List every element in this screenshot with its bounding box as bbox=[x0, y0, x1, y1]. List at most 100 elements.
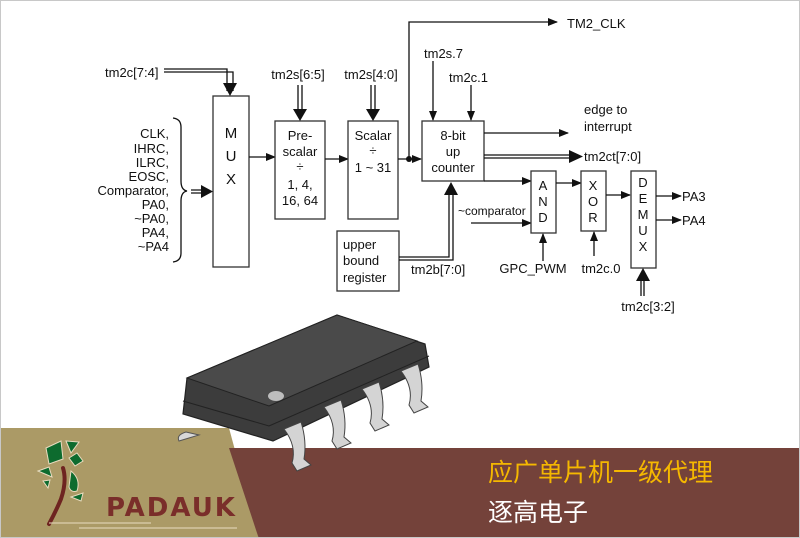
chip-pin bbox=[323, 399, 352, 450]
mux-letter: X bbox=[226, 171, 236, 188]
logo-leaf bbox=[65, 440, 80, 455]
logo-leaf bbox=[68, 470, 79, 492]
mux-select-label: tm2c[7:4] bbox=[105, 65, 158, 80]
clock-source: PA0, bbox=[142, 197, 169, 212]
banner-brown bbox=[229, 448, 799, 537]
chip-pin bbox=[361, 381, 390, 432]
demux-letter: M bbox=[638, 207, 649, 222]
counter-enable2-label: tm2c.1 bbox=[449, 70, 488, 85]
chip-pin bbox=[283, 421, 312, 472]
prescaler-select-arrow bbox=[293, 109, 307, 121]
bound-label: tm2b[7:0] bbox=[411, 262, 465, 277]
scalar-text: Scalar bbox=[355, 128, 393, 143]
prescaler-text: scalar bbox=[283, 144, 318, 159]
mux-block bbox=[212, 95, 250, 268]
demux-letter: X bbox=[639, 239, 648, 254]
logo-leaf bbox=[69, 492, 84, 502]
edge-label: edge to bbox=[584, 102, 627, 117]
banner-subtitle: 逐高电子 bbox=[488, 498, 588, 527]
count-label: tm2ct[7:0] bbox=[584, 149, 641, 164]
clock-source-list: CLK, IHRC, ILRC, EOSC, Comparator, PA0, … bbox=[97, 126, 169, 254]
edge-label: interrupt bbox=[584, 119, 632, 134]
logo-leaf bbox=[36, 466, 53, 478]
prescaler-text: Pre- bbox=[288, 128, 313, 143]
count-arrow bbox=[569, 150, 583, 163]
upper-bound-block bbox=[336, 230, 400, 292]
chip-pins bbox=[283, 363, 429, 472]
logo-trunk bbox=[47, 466, 67, 526]
clock-source: PA4, bbox=[142, 225, 169, 240]
banner-khaki bbox=[1, 428, 259, 537]
chip-top bbox=[185, 314, 419, 407]
prescaler-text: ÷ bbox=[296, 159, 303, 174]
tm2clk-label: TM2_CLK bbox=[567, 16, 626, 31]
counter-text: up bbox=[446, 144, 460, 159]
scalar-select-label: tm2s[4:0] bbox=[344, 67, 397, 82]
prescaler-text: 16, 64 bbox=[282, 193, 318, 208]
chip-pin bbox=[400, 363, 429, 414]
prescaler-block bbox=[274, 120, 326, 220]
clock-source: ~PA4 bbox=[138, 239, 169, 254]
gpc-pwm-label: GPC_PWM bbox=[499, 261, 566, 276]
demux-letter: E bbox=[639, 191, 648, 206]
logo-leaf bbox=[42, 479, 51, 490]
prescaler-text: 1, 4, bbox=[287, 177, 312, 192]
counter-block bbox=[421, 120, 485, 182]
ic-chip-illustration bbox=[177, 314, 430, 472]
demux-letter: D bbox=[638, 175, 647, 190]
counter-text: 8-bit bbox=[440, 128, 466, 143]
scalar-text: 1 ~ 31 bbox=[355, 160, 392, 175]
pa3-label: PA3 bbox=[682, 189, 706, 204]
logo-ground-lines bbox=[49, 522, 237, 529]
mux-select-bus-2 bbox=[164, 71, 234, 91]
chip-pin1-dot bbox=[268, 391, 284, 401]
clock-source: ILRC, bbox=[136, 155, 169, 170]
counter-text: counter bbox=[431, 160, 475, 175]
scalar-select-arrow bbox=[366, 109, 380, 121]
source-arrow bbox=[201, 185, 213, 198]
clock-source: CLK, bbox=[140, 126, 169, 141]
upper-bound-text: register bbox=[343, 270, 387, 285]
and-letter: D bbox=[538, 210, 547, 225]
upper-bound-text: bound bbox=[343, 253, 379, 268]
counter-enable1-label: tm2s.7 bbox=[424, 46, 463, 61]
brand-name: PADAUK bbox=[106, 493, 237, 523]
tm2clk-line bbox=[408, 18, 558, 159]
demux-select-label: tm2c[3:2] bbox=[621, 299, 674, 314]
xor-ctrl-label: tm2c.0 bbox=[581, 261, 620, 276]
count-bus bbox=[484, 154, 571, 159]
logo-leaf bbox=[45, 440, 64, 465]
upper-bound-text: upper bbox=[343, 237, 377, 252]
demux-block bbox=[630, 170, 657, 269]
clock-source: ~PA0, bbox=[134, 211, 169, 226]
clock-source: IHRC, bbox=[134, 141, 169, 156]
padauk-logo: PADAUK bbox=[36, 440, 237, 529]
xor-letter: O bbox=[588, 194, 598, 209]
banner-title: 应广单片机一级代理 bbox=[488, 458, 713, 487]
mux-letter: M bbox=[225, 125, 238, 142]
comparator-label: ~comparator bbox=[458, 204, 526, 218]
and-letter: A bbox=[539, 178, 548, 193]
chip-pin-back bbox=[177, 431, 201, 442]
mux-select-arrow bbox=[223, 83, 237, 96]
prescaler-select-label: tm2s[6:5] bbox=[271, 67, 324, 82]
demux-select-arrow bbox=[636, 268, 650, 281]
xor-letter: R bbox=[588, 210, 597, 225]
chip-edge bbox=[182, 355, 430, 427]
prescaler-select-bus bbox=[297, 85, 303, 113]
xor-letter: X bbox=[589, 178, 598, 193]
scalar-text: ÷ bbox=[369, 143, 376, 158]
and-block bbox=[530, 170, 557, 234]
logo-leaf bbox=[68, 452, 84, 467]
clock-source: Comparator, bbox=[97, 183, 169, 198]
bound-bus bbox=[399, 193, 454, 261]
demux-letter: U bbox=[638, 223, 647, 238]
scalar-select-bus bbox=[370, 85, 376, 113]
and-letter: N bbox=[538, 194, 547, 209]
pa4-label: PA4 bbox=[682, 213, 706, 228]
source-brace bbox=[172, 117, 188, 263]
mux-letter: U bbox=[226, 148, 237, 165]
bound-arrow bbox=[444, 182, 458, 195]
